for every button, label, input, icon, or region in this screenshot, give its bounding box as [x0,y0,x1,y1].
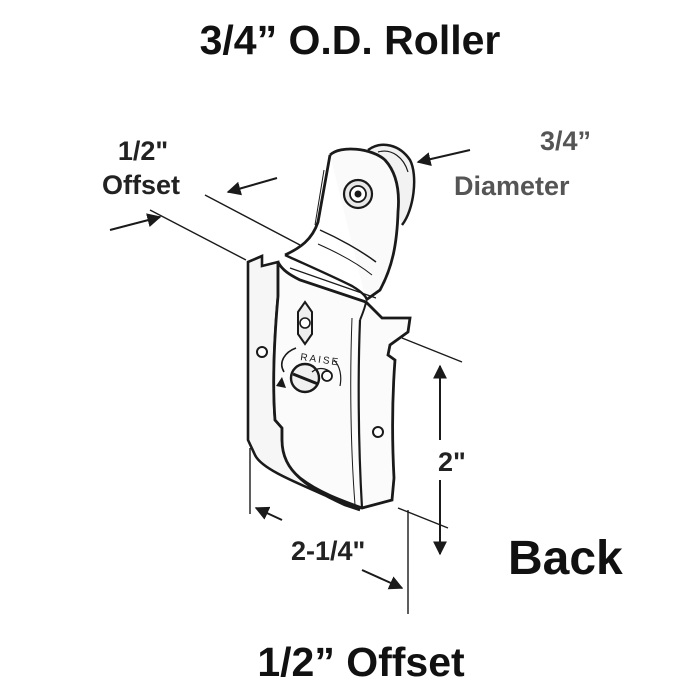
view-label: Back [508,532,623,585]
offset-word-label: Offset [102,170,181,200]
adjustment-screw [289,362,333,394]
offset-dimension [109,177,301,261]
axle-rivet [342,178,374,210]
bracket-saddle [284,229,377,301]
diameter-value-label: 3/4” [540,126,592,156]
diameter-word-label: Diameter [454,171,570,201]
wing-nut [297,300,313,346]
height-dimension [397,337,463,556]
height-label: 2" [438,447,466,477]
bracket-top-tab [284,147,400,302]
offset-value-label: 1/2" [117,136,169,166]
raise-arc-arrow [276,347,342,388]
width-label: 2-1/4" [291,536,366,566]
bottom-caption: 1/2” Offset [257,639,465,685]
page-title: 3/4” O.D. Roller [199,17,501,63]
diameter-leader [416,149,471,166]
width-dimension [249,448,409,614]
